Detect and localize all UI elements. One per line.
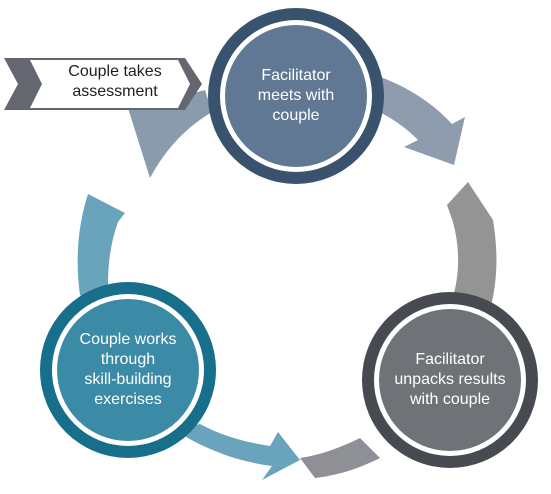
step-fill (57, 299, 199, 441)
step-line: exercises (94, 391, 162, 408)
arc-bottom-left (175, 424, 300, 480)
step-line: Facilitator (415, 351, 485, 368)
start-tag-line-1: Couple takes (68, 63, 162, 80)
step-line: through (100, 351, 156, 368)
arc-left (77, 194, 125, 310)
step-couple-works (40, 282, 216, 458)
step-facilitator-unpacks (362, 292, 538, 468)
step-facilitator-unpacks-label: Facilitator unpacks results with couple (380, 350, 520, 410)
arc-right (447, 182, 497, 310)
step-facilitator-meets (208, 8, 384, 184)
step-line: skill-building (84, 371, 172, 388)
step-line: Facilitator (261, 67, 331, 84)
step-fill (225, 25, 367, 167)
step-line: couple (272, 107, 320, 124)
step-line: with couple (409, 391, 491, 408)
step-line: Couple works (79, 331, 177, 348)
start-tag-line-2: assessment (72, 83, 158, 100)
arc-tag-to-top (128, 90, 212, 178)
arc-bottom (300, 438, 380, 478)
step-line: meets with (257, 87, 335, 104)
step-line: unpacks results (394, 371, 506, 388)
step-facilitator-meets-label: Facilitator meets with couple (226, 66, 366, 126)
start-tag-inner (30, 60, 190, 108)
start-tag-label: Couple takes assessment (30, 62, 200, 102)
step-couple-works-label: Couple works through skill-building exer… (58, 330, 198, 410)
arc-top-right (358, 72, 465, 165)
step-fill (379, 309, 521, 451)
